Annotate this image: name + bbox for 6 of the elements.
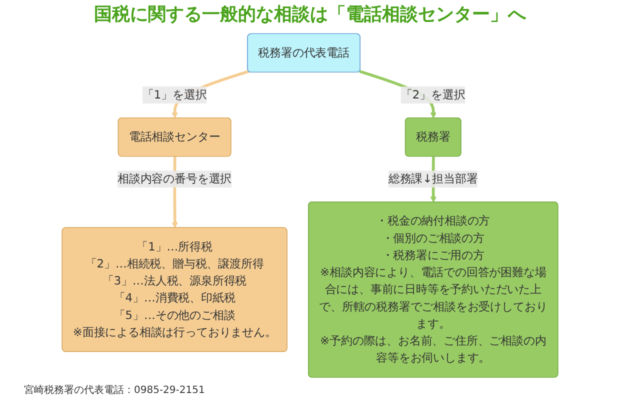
caption: 宮崎税務署の代表電話：0985-29-2151 <box>24 384 206 397</box>
edge-label: 総務課↓担当部署 <box>388 172 478 186</box>
edge-label: 相談内容の番号を選択 <box>118 172 232 186</box>
edge-label: 「2」を選択 <box>400 88 466 102</box>
title: 国税に関する一般的な相談は「電話相談センター」へ <box>93 3 528 26</box>
edge-label: 「1」を選択 <box>142 88 207 102</box>
